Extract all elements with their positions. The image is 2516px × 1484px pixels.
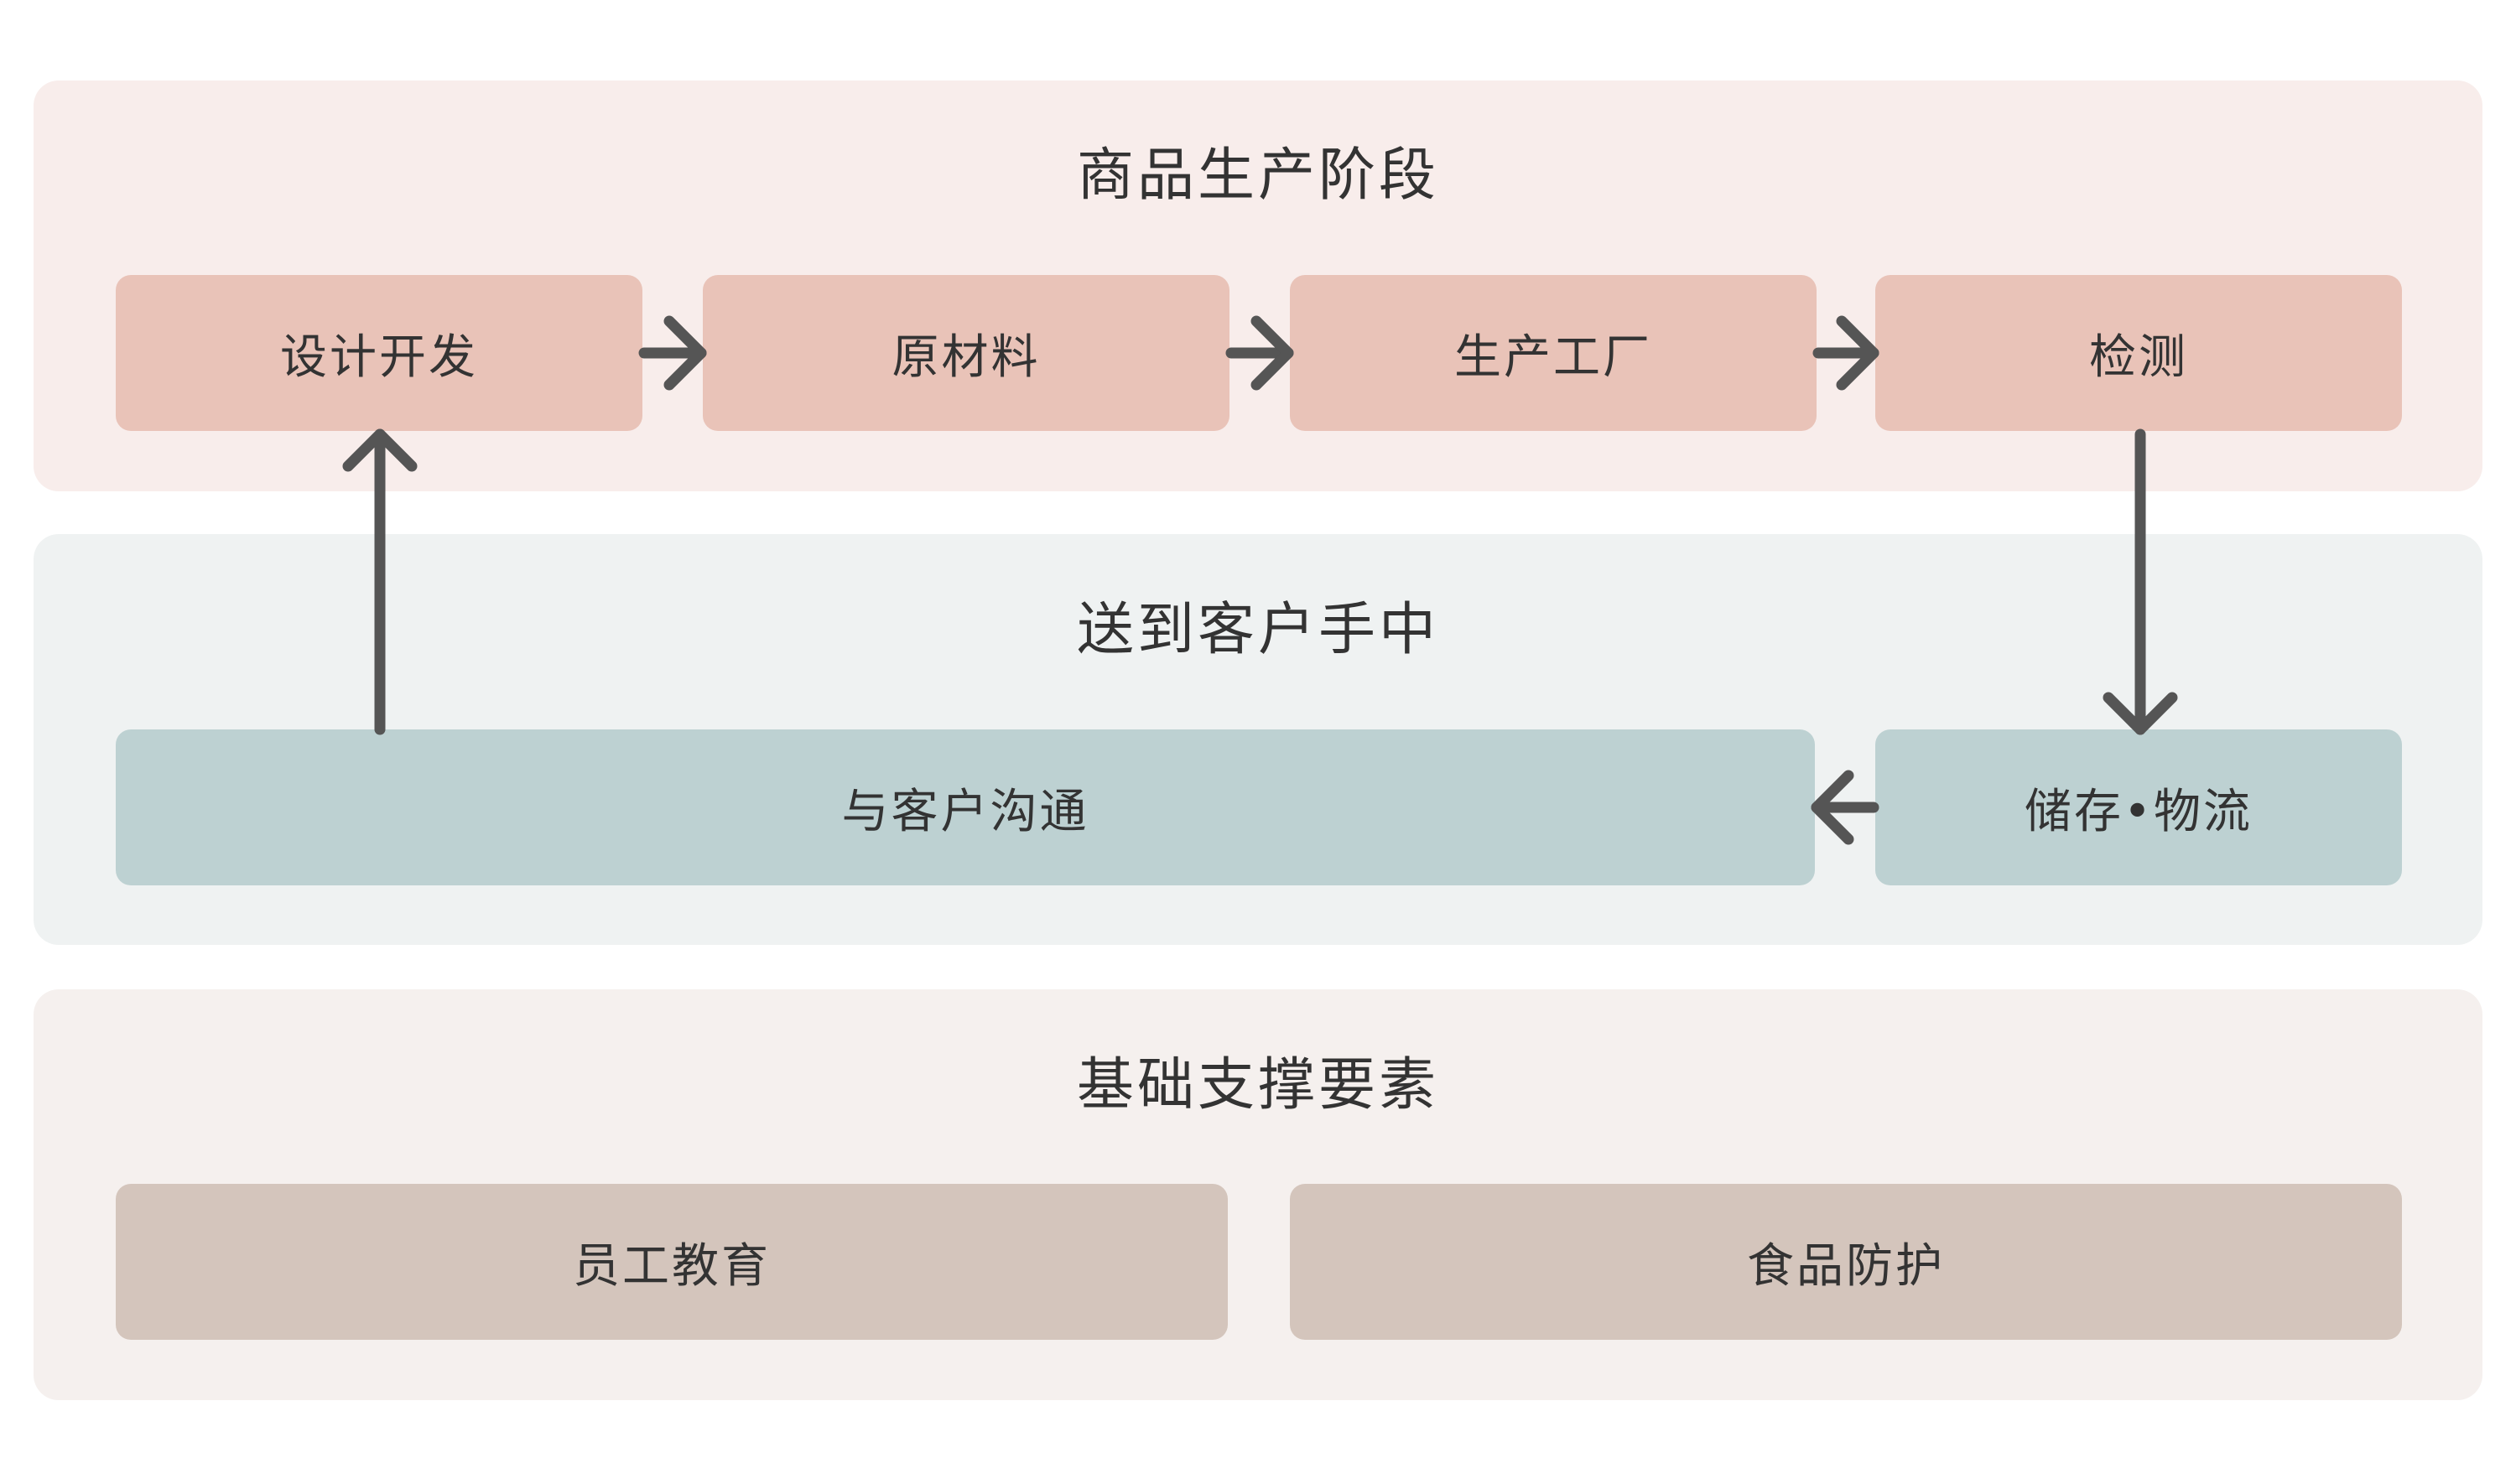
item-food-protection: 食品防护 bbox=[1290, 1184, 2402, 1340]
step-design-development: 设计开发 bbox=[116, 275, 642, 431]
step-customer-communication: 与客户沟通 bbox=[116, 729, 1815, 885]
step-storage-logistics: 储存•物流 bbox=[1875, 729, 2402, 885]
customer-delivery-title: 送到客户手中 bbox=[1076, 597, 1439, 663]
production-stage-title: 商品生产阶段 bbox=[1076, 143, 1439, 209]
support-elements-title: 基础支撑要素 bbox=[1076, 1052, 1439, 1118]
step-inspection: 检测 bbox=[1875, 275, 2402, 431]
item-staff-training: 员工教育 bbox=[116, 1184, 1228, 1340]
step-production-factory: 生产工厂 bbox=[1290, 275, 1817, 431]
step-raw-materials: 原材料 bbox=[703, 275, 1229, 431]
